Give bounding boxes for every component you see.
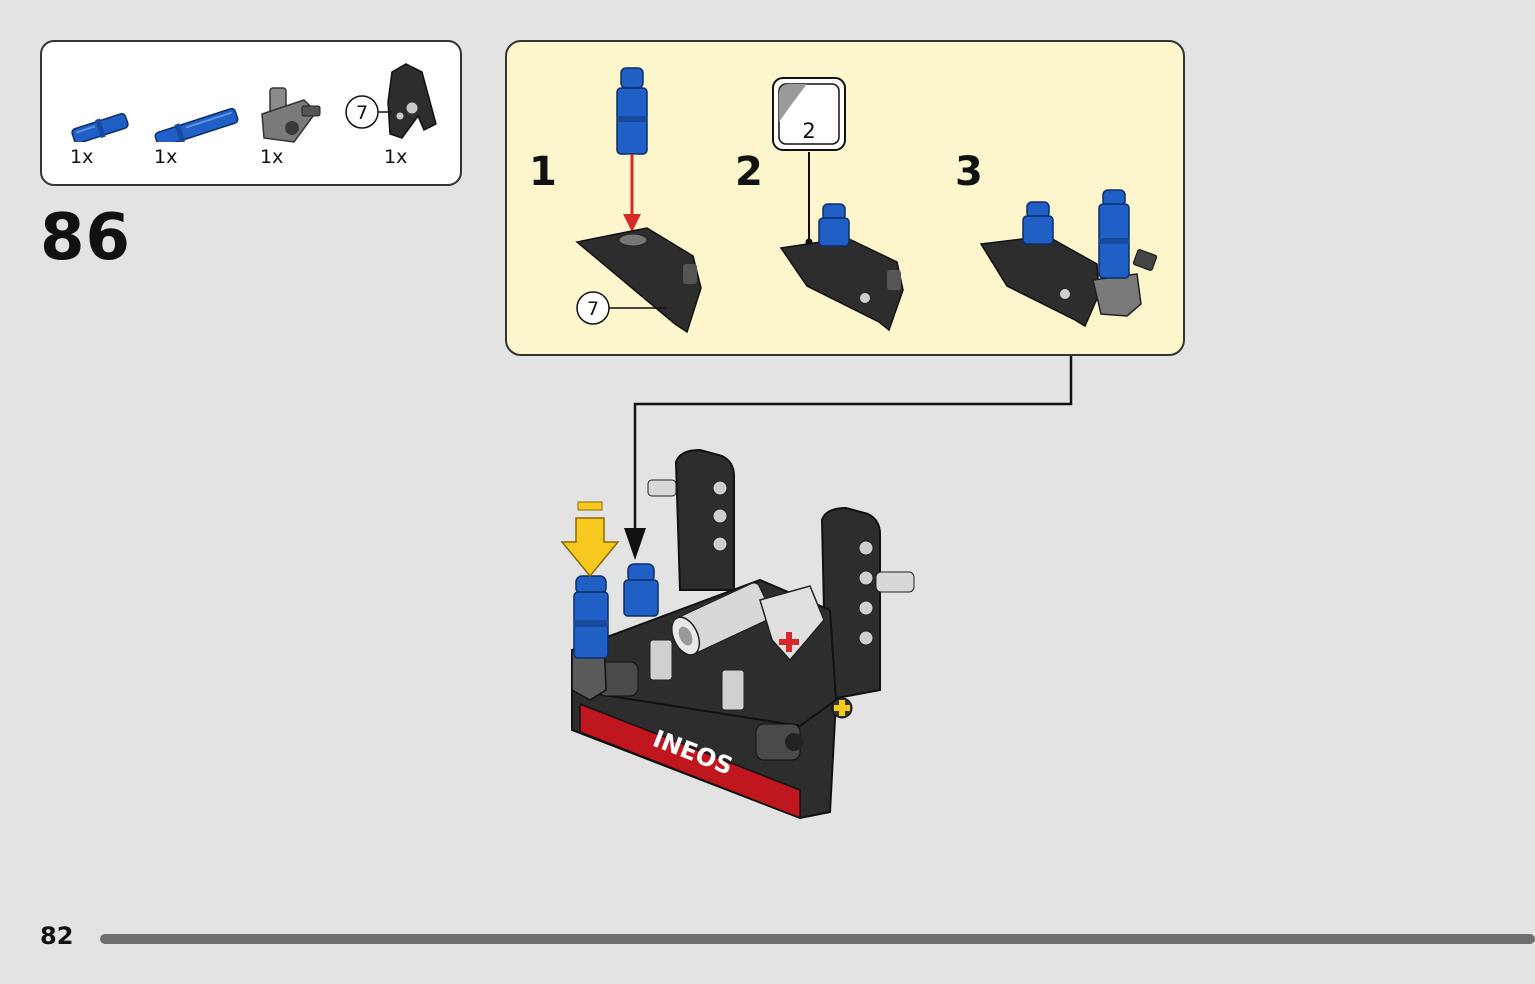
part-item-2: 1x — [152, 42, 242, 188]
step-number: 86 — [40, 201, 132, 275]
substep-callout-box: 1 2 3 7 2 — [505, 40, 1185, 356]
sticker-number: 2 — [802, 119, 815, 143]
grey-axle-connector-icon — [261, 87, 321, 143]
parts-list-box: 1x 1x 1x 7 1x — [40, 40, 462, 186]
part-item-4: 7 1x — [342, 42, 452, 188]
substep-1-illustration: 7 — [575, 67, 702, 334]
substep-illustrations: 7 2 — [575, 67, 1158, 334]
placement-arrow-icon — [624, 528, 646, 560]
substep-2-illustration: 2 — [772, 77, 904, 332]
part-quantity: 1x — [70, 146, 94, 168]
sticker-icon — [779, 84, 807, 122]
push-arrow-icon — [560, 517, 620, 578]
page-number: 82 — [40, 922, 74, 950]
substep-label-1: 1 — [529, 149, 557, 195]
part-item-3: 1x — [256, 42, 326, 188]
main-model-illustration: INEOS — [560, 448, 915, 820]
part-callout-number: 7 — [356, 102, 368, 124]
page-progress-bar — [100, 934, 1535, 944]
substep-label-2: 2 — [735, 149, 763, 195]
substep-3-illustration — [979, 189, 1158, 328]
part-quantity: 1x — [154, 146, 178, 168]
push-indicator-icon — [577, 501, 603, 511]
part-item-1: 1x — [68, 42, 138, 188]
substep-1-callout: 7 — [587, 298, 599, 320]
part-quantity: 1x — [260, 146, 284, 168]
part-quantity: 1x — [384, 146, 408, 168]
ineos-banner — [579, 702, 801, 820]
blue-long-axle-pin-icon — [154, 107, 239, 142]
black-panel-piece-icon: 7 — [345, 63, 437, 139]
substep-label-3: 3 — [955, 149, 983, 195]
blue-axle-pin-icon — [71, 112, 129, 142]
banner-text: INEOS — [649, 725, 737, 781]
arrow-head-icon — [623, 214, 641, 232]
callout-connector-line — [633, 356, 1073, 532]
